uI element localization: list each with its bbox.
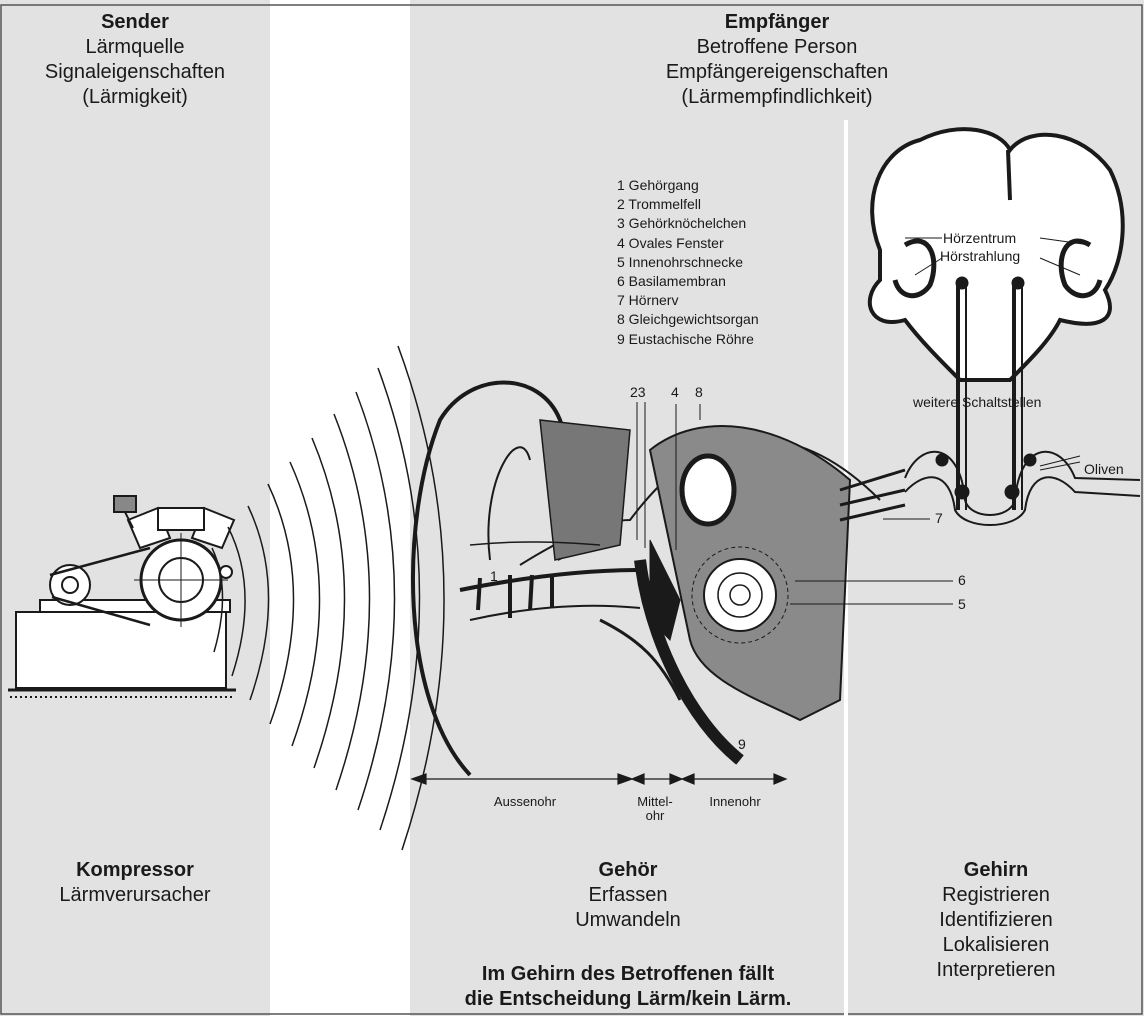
label-hoerstrahlung: Hörstrahlung (940, 248, 1021, 264)
receiver-line-2: Empfängereigenschaften (665, 61, 889, 83)
label-schaltstellen: weitere Schaltstellen (913, 394, 1042, 410)
label-innenohr: Innenohr (709, 794, 761, 809)
sender-line-1: Lärmquelle (85, 36, 185, 58)
receiver-line-3: (Lärmempfindlichkeit) (681, 86, 873, 108)
hearing-title: Gehör (598, 859, 658, 881)
brain-title: Gehirn (963, 859, 1029, 881)
receiver-line-1: Betroffene Person (696, 36, 858, 58)
legend-item: 8 Gleichgewichtsorgan (617, 311, 759, 328)
label-mittelohr-2: ohr (645, 808, 665, 823)
sender-header: Sender Lärmquelle Signaleigenschaften (L… (0, 10, 270, 110)
ear-number-5: 5 (958, 596, 966, 612)
brain-drawing (867, 127, 1141, 526)
ear-number-9: 9 (738, 736, 746, 752)
ear-number-8: 8 (695, 384, 703, 400)
sender-line-2: Signaleigenschaften (44, 61, 226, 83)
legend-item: 4 Ovales Fenster (617, 234, 724, 251)
ear-legend: 1 Gehörgang 2 Trommelfell 3 Gehörknöchel… (617, 176, 759, 349)
sender-line-3: (Lärmigkeit) (82, 86, 188, 108)
ear-number-1: 1 (490, 568, 498, 584)
brain-line-4: Interpretieren (936, 959, 1056, 981)
label-mittelohr: Mittel- ohr (625, 795, 685, 823)
label-hoerzentrum: Hörzentrum (943, 230, 1017, 246)
sound-waves (211, 345, 445, 851)
conclusion-line-2: die Entscheidung Lärm/kein Lärm. (464, 988, 792, 1010)
legend-item: 5 Innenohrschnecke (617, 253, 744, 270)
ear-number-4: 4 (671, 384, 679, 400)
compressor-title: Kompressor (76, 859, 194, 881)
ear-pointers (636, 402, 953, 605)
legend-item: 3 Gehörknöchelchen (617, 215, 747, 232)
label-mittelohr-1: Mittel- (637, 794, 673, 809)
receiver-title: Empfänger (724, 11, 830, 33)
compressor-subtitle: Lärmverursacher (59, 884, 211, 906)
ear-section-arrows (410, 773, 788, 785)
brain-line-2: Identifizieren (939, 909, 1053, 931)
sender-title: Sender (101, 11, 169, 33)
legend-item: 6 Basilamembran (617, 273, 726, 290)
frame (0, 4, 1143, 1015)
label-oliven: Oliven (1084, 461, 1124, 477)
brain-caption: Gehirn Registrieren Identifizieren Lokal… (848, 858, 1144, 983)
ear-number-23: 23 (630, 384, 646, 400)
receiver-header: Empfänger Betroffene Person Empfängereig… (410, 10, 1144, 110)
hearing-caption: Gehör Erfassen Umwandeln (410, 858, 846, 933)
ear-number-6: 6 (958, 572, 966, 588)
compressor-caption: Kompressor Lärmverursacher (0, 858, 270, 908)
label-aussenohr: Aussenohr (493, 794, 557, 809)
conclusion-line-1: Im Gehirn des Betroffenen fällt (481, 963, 775, 985)
legend-item: 7 Hörnerv (617, 292, 679, 309)
hearing-line-2: Umwandeln (575, 909, 681, 931)
hearing-line-1: Erfassen (588, 884, 668, 906)
conclusion: Im Gehirn des Betroffenen fällt die Ents… (410, 962, 846, 1012)
compressor-drawing (8, 495, 236, 698)
brain-line-1: Registrieren (942, 884, 1050, 906)
legend-item: 2 Trommelfell (617, 196, 702, 213)
ear-number-7: 7 (935, 510, 943, 526)
brain-line-3: Lokalisieren (942, 934, 1050, 956)
legend-item: 1 Gehörgang (617, 177, 699, 193)
ear-anatomy (411, 380, 906, 777)
legend-item: 9 Eustachische Röhre (617, 330, 754, 347)
